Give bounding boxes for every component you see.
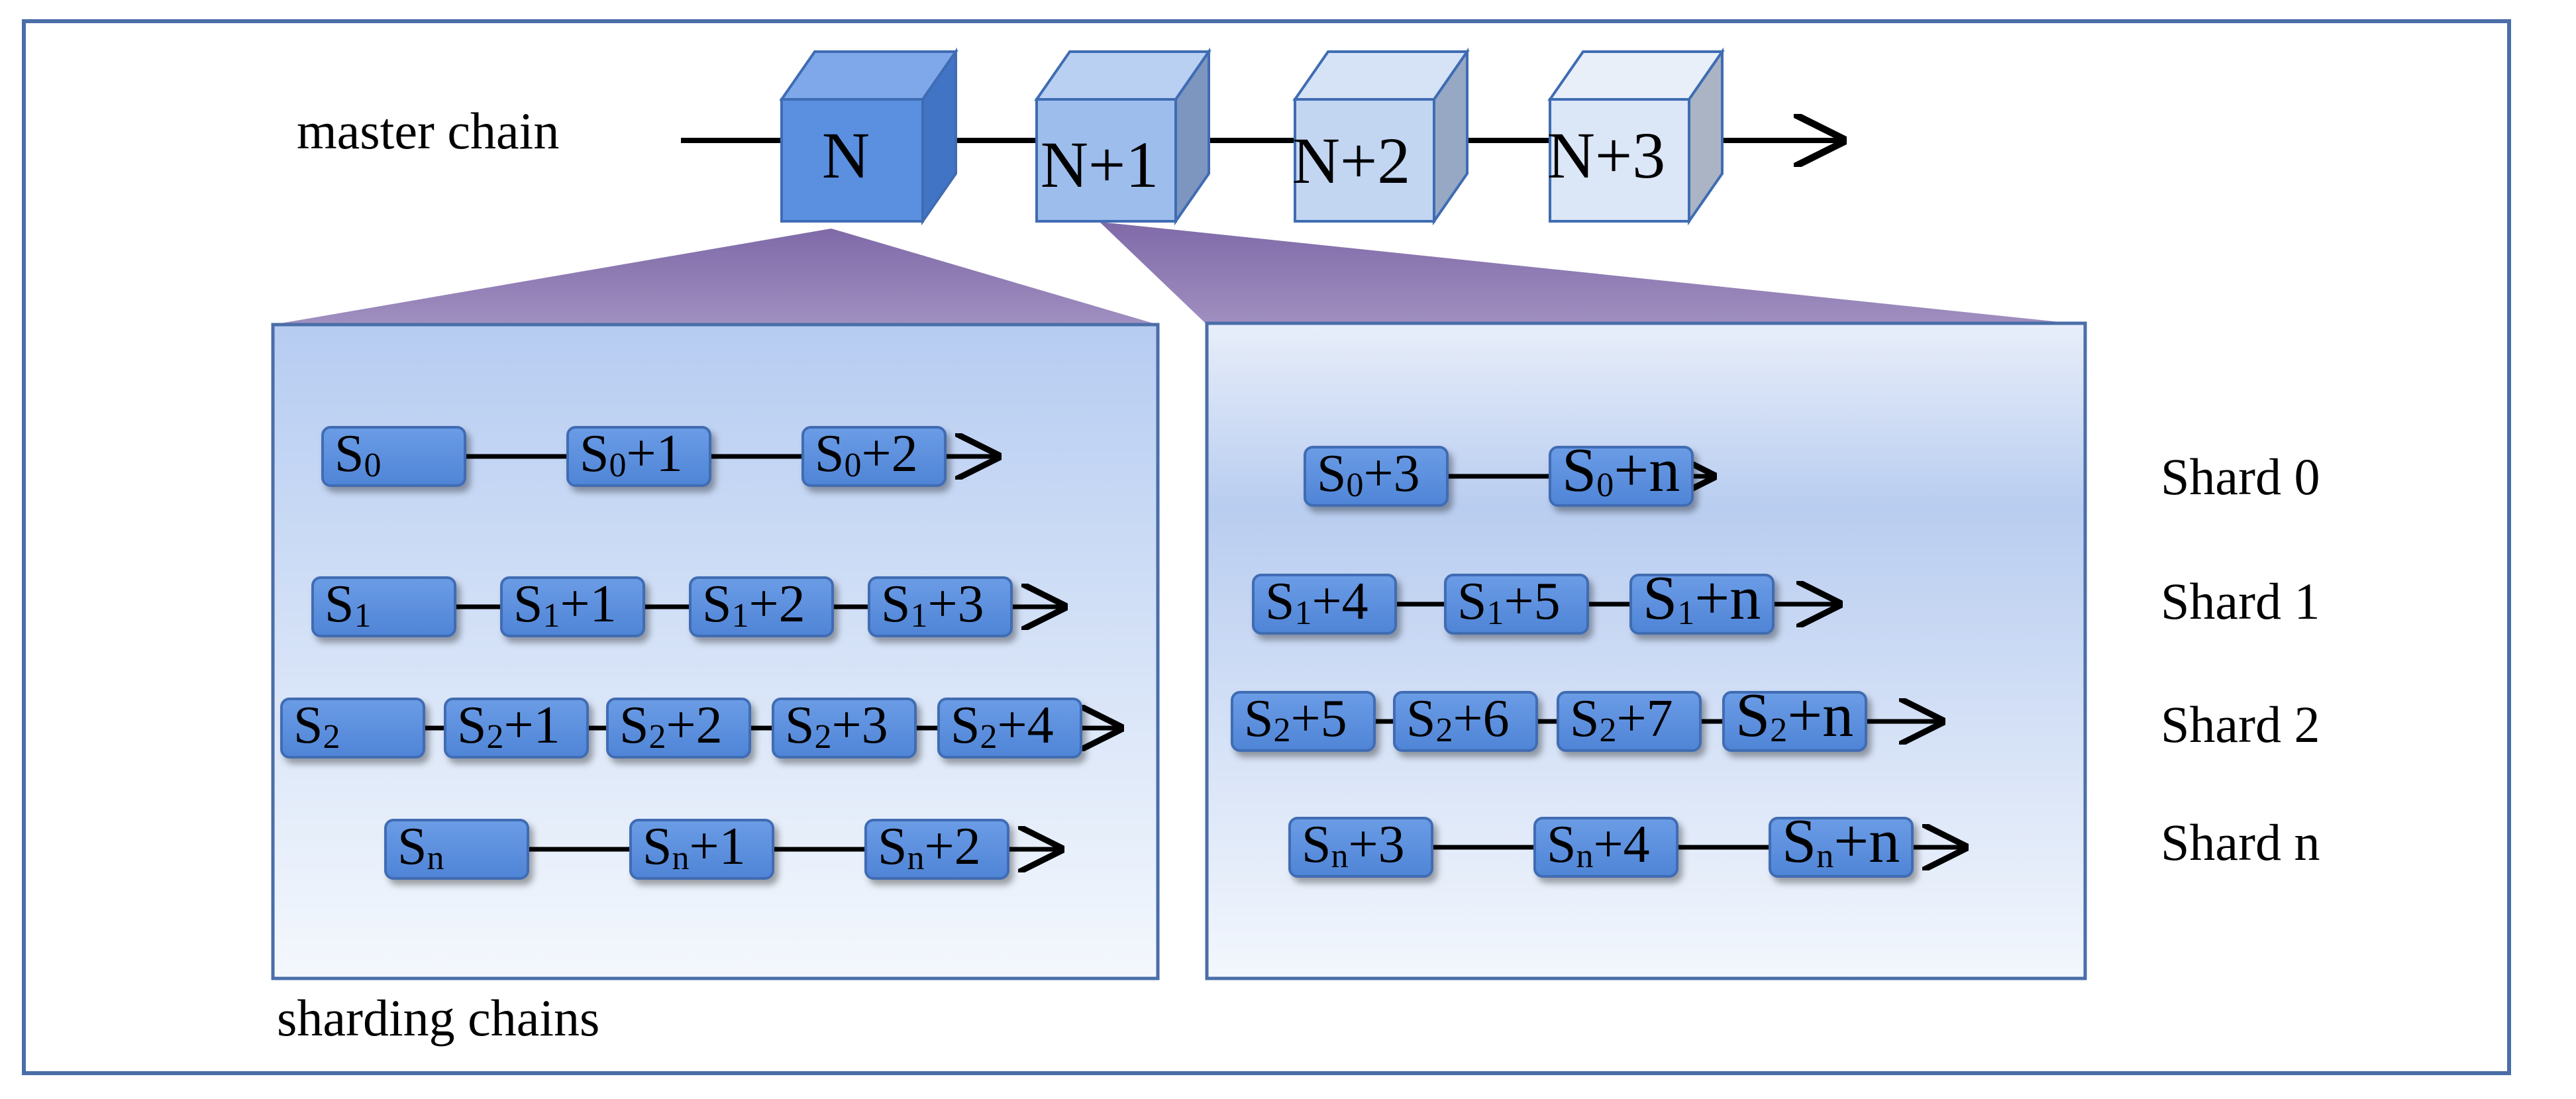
shard-block-label: S1+4 — [1265, 572, 1368, 632]
shard-block: S2+n — [1722, 681, 1867, 752]
shard-block: Sn+2 — [864, 817, 1009, 880]
shard-block-label: S2+6 — [1406, 690, 1510, 749]
shard-chain-row: Sn+3 Sn+4 Sn+n — [1288, 807, 1964, 878]
shard-chain-row: S0+3 S0+n — [1304, 436, 1712, 507]
shard-block: S1+n — [1629, 564, 1775, 635]
shard-block: Sn+4 — [1533, 815, 1678, 878]
funnel-left — [273, 229, 1158, 325]
shard-block-label: S0+2 — [815, 425, 918, 484]
master-block: N+2 — [1292, 47, 1470, 226]
shard-block: S0+3 — [1304, 445, 1449, 507]
shard-block: Sn+n — [1769, 807, 1914, 878]
shard-block-label: Sn+4 — [1547, 815, 1650, 875]
shard-chain-row: S2 S2+1 S2+2 S2+3 S2+4 — [280, 696, 1119, 759]
shard-block-label: Sn — [397, 817, 444, 877]
shard-label: Shard 2 — [2161, 696, 2320, 753]
shard-block-label: S1+3 — [881, 575, 984, 635]
right-panel — [1205, 321, 2087, 980]
shard-block-label: S2+2 — [619, 696, 723, 756]
shard-label: Shard 0 — [2161, 448, 2320, 505]
shard-chain-row: S0 S0+1 S0+2 — [321, 425, 997, 487]
shard-block-label: S1+1 — [513, 575, 617, 635]
master-block-label: N+3 — [1547, 119, 1666, 192]
master-block-label: N+1 — [1041, 128, 1159, 201]
master-chain-label: master chain — [297, 102, 559, 160]
shard-block: S2+5 — [1231, 690, 1376, 752]
shard-block: Sn+1 — [629, 817, 774, 880]
shard-block: S1+2 — [689, 575, 834, 637]
shard-block: Sn — [384, 817, 529, 880]
funnel-right — [1100, 222, 2085, 325]
shard-block-label: Sn+n — [1782, 807, 1900, 876]
shard-block: S0+1 — [566, 425, 711, 487]
shard-block-label: Sn+2 — [878, 817, 981, 877]
shard-chain-row: S2+5 S2+6 S2+7 S2+n — [1231, 681, 1941, 752]
shard-block: S0 — [321, 425, 466, 487]
shard-block: S2 — [280, 696, 425, 759]
master-block: N — [779, 47, 958, 226]
shard-block: S2+4 — [937, 696, 1082, 759]
shard-chain-row: S1+4 S1+5 S1+n — [1252, 564, 1838, 635]
shard-block: Sn+3 — [1288, 815, 1433, 878]
shard-block-label: S1 — [325, 575, 372, 635]
shard-block: S1+4 — [1252, 572, 1397, 635]
shard-block: S1+5 — [1444, 572, 1589, 635]
shard-block-label: S1+5 — [1457, 572, 1561, 632]
shard-label: Shard n — [2161, 813, 2320, 871]
shard-block-label: S1+n — [1643, 564, 1761, 633]
shard-block: S2+2 — [606, 696, 751, 759]
shard-block: S1+3 — [868, 575, 1013, 637]
shard-chain-row: Sn Sn+1 Sn+2 — [384, 817, 1060, 880]
shard-block-label: S0+n — [1562, 436, 1680, 505]
left-panel — [271, 323, 1160, 980]
sharding-chains-label: sharding chains — [277, 989, 599, 1047]
master-block-label: N — [822, 119, 870, 192]
shard-block-label: S0 — [335, 425, 382, 484]
shard-block-label: Sn+3 — [1302, 815, 1405, 875]
shard-block-label: S1+2 — [702, 575, 805, 635]
shard-block-label: S0+1 — [580, 425, 683, 484]
master-block-label: N+2 — [1292, 124, 1411, 197]
shard-block: S2+1 — [444, 696, 589, 759]
master-block: N+3 — [1547, 47, 1725, 226]
shard-block-label: S2+7 — [1570, 690, 1673, 749]
shard-block-label: S2 — [293, 696, 340, 756]
shard-block: S0+n — [1549, 436, 1694, 507]
shard-chain-row: S1 S1+1 S1+2 S1+3 — [311, 575, 1063, 637]
shard-block: S0+2 — [801, 425, 947, 487]
shard-label: Shard 1 — [2161, 572, 2320, 630]
shard-block: S2+3 — [772, 696, 917, 759]
shard-block: S1 — [311, 575, 456, 637]
shard-block-label: Sn+1 — [643, 817, 746, 877]
shard-block-label: S2+3 — [785, 696, 888, 756]
master-block: N+1 — [1034, 47, 1211, 226]
shard-block: S1+1 — [500, 575, 645, 637]
shard-block-label: S2+1 — [457, 696, 560, 756]
shard-block-label: S0+3 — [1317, 445, 1420, 504]
shard-block: S2+6 — [1393, 690, 1538, 752]
shard-block-label: S2+5 — [1244, 690, 1347, 749]
shard-block-label: S2+n — [1735, 681, 1853, 750]
shard-block-label: S2+4 — [951, 696, 1054, 756]
shard-block: S2+7 — [1557, 690, 1702, 752]
